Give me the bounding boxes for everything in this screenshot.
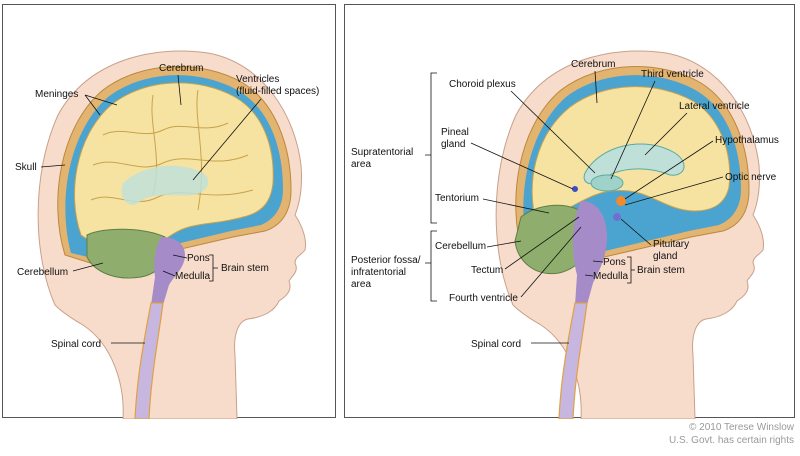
copyright-line: © 2010 Terese Winslow	[688, 422, 794, 433]
label-cerebrum: Cerebrum	[571, 59, 615, 70]
label-pituitary-2: gland	[653, 251, 677, 262]
label-pituitary: Pituitary	[653, 239, 689, 250]
sagittal-brain-illustration: Cerebrum Choroid plexus Third ventricle …	[351, 50, 779, 419]
panel-lateral-view: Cerebrum Ventricles (fluid-filled spaces…	[2, 4, 336, 419]
label-tentorium: Tentorium	[435, 193, 479, 204]
label-medulla: Medulla	[593, 271, 628, 282]
spinal-cord	[134, 302, 164, 419]
panel-sagittal-view: Cerebrum Choroid plexus Third ventricle …	[344, 4, 795, 419]
third-ventricle	[590, 174, 624, 192]
label-hypothalamus: Hypothalamus	[715, 135, 779, 146]
label-pineal: Pineal	[441, 127, 469, 138]
label-skull: Skull	[15, 162, 37, 173]
spinal-cord	[558, 302, 588, 419]
label-fourth-ventricle: Fourth ventricle	[449, 293, 518, 304]
label-ventricles: Ventricles	[236, 74, 279, 85]
label-pons: Pons	[187, 253, 210, 264]
label-lateral-ventricle: Lateral ventricle	[679, 101, 750, 112]
label-optic-nerve: Optic nerve	[725, 172, 777, 183]
supratentorial-bracket	[425, 72, 437, 224]
label-spinal-cord: Spinal cord	[51, 339, 101, 350]
label-cerebellum: Cerebellum	[435, 241, 486, 252]
label-ventricles-desc: (fluid-filled spaces)	[236, 86, 319, 97]
ventricles	[121, 165, 209, 205]
label-brain-stem: Brain stem	[637, 265, 685, 276]
label-cerebellum: Cerebellum	[17, 267, 68, 278]
label-choroid-plexus: Choroid plexus	[449, 79, 516, 90]
label-tectum: Tectum	[471, 265, 503, 276]
label-supratentorial: Supratentorial	[351, 147, 413, 158]
label-spinal-cord: Spinal cord	[471, 339, 521, 350]
label-brain-stem: Brain stem	[221, 263, 269, 274]
lateral-brain-illustration: Cerebrum Ventricles (fluid-filled spaces…	[15, 50, 319, 419]
label-posterior-fossa-2: infratentorial	[351, 267, 406, 278]
label-posterior-fossa: Posterior fossa/	[351, 255, 421, 266]
rights-line: U.S. Govt. has certain rights	[668, 435, 794, 446]
label-posterior-fossa-3: area	[351, 279, 371, 290]
label-third-ventricle: Third ventricle	[641, 69, 704, 80]
label-pons: Pons	[603, 257, 626, 268]
brain-stem	[572, 201, 607, 305]
label-meninges: Meninges	[35, 89, 78, 100]
pineal-gland	[572, 186, 578, 192]
label-supratentorial-2: area	[351, 159, 371, 170]
brain-stem	[151, 237, 185, 305]
pituitary-gland	[613, 213, 621, 221]
infratentorial-bracket	[425, 230, 437, 302]
label-pineal-2: gland	[441, 139, 465, 150]
hypothalamus	[616, 196, 626, 206]
label-cerebrum: Cerebrum	[159, 63, 203, 74]
label-medulla: Medulla	[175, 271, 210, 282]
